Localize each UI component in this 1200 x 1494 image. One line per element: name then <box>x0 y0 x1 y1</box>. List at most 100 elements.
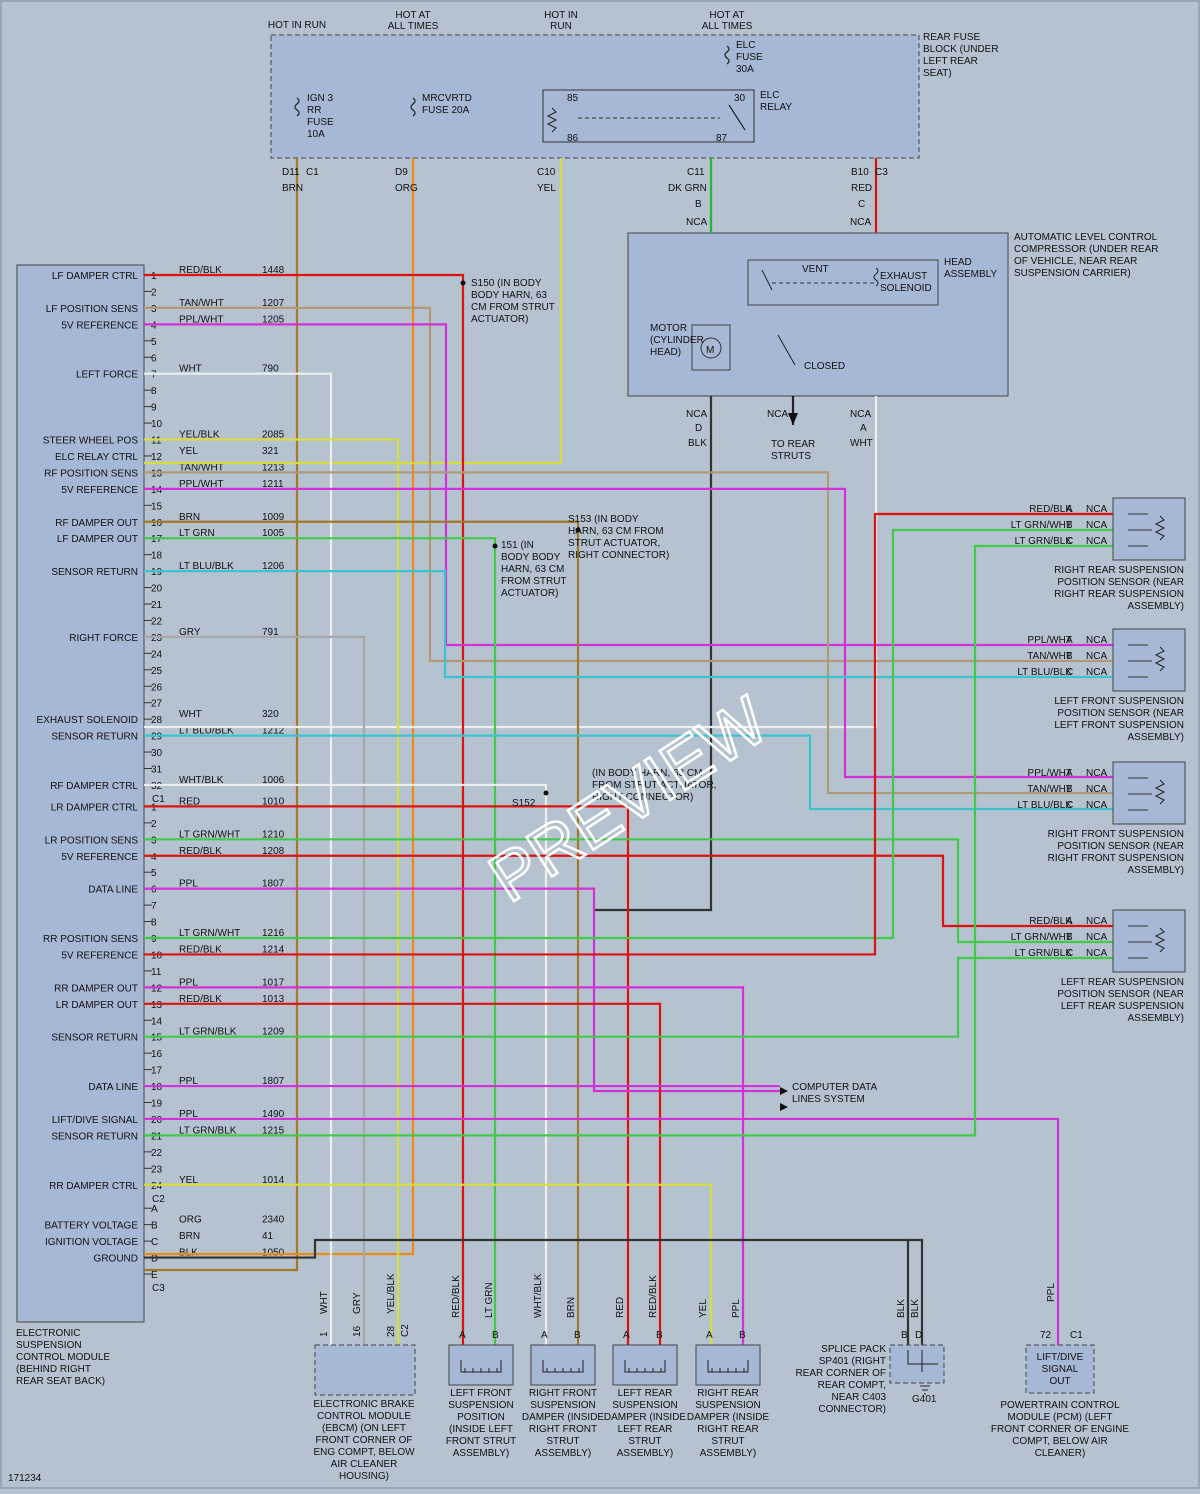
damper-label: POSITION <box>457 1412 505 1423</box>
ecm-pin-number: 22 <box>151 616 163 627</box>
fuse-header: ALL TIMES <box>702 21 753 32</box>
ground-label: G401 <box>912 1394 937 1405</box>
ecm-signal-label: LR DAMPER CTRL <box>51 802 139 813</box>
ecm-circuit-number: 1014 <box>262 1175 285 1186</box>
ebcm-label: CONTROL MODULE <box>317 1411 411 1422</box>
damper-label: ASSEMBLY) <box>535 1448 592 1459</box>
splice-s153-label: STRUT ACTUATOR, <box>568 538 660 549</box>
splice-s152-note: FROM STRUT ACTUATOR, <box>592 780 716 791</box>
splice-s152-note: RIGHT CONNECTOR) <box>592 792 693 803</box>
fuse-header: HOT AT <box>395 10 430 21</box>
damper-wire-color: RED/BLK <box>648 1275 659 1318</box>
damper-label: SUSPENSION <box>695 1400 761 1411</box>
ecm-signal-label: 5V REFERENCE <box>61 950 138 961</box>
ecm-wire-color: LT BLU/BLK <box>179 561 234 572</box>
ecm-pin-number: 1 <box>151 271 157 282</box>
ecm-box <box>16 264 145 1323</box>
damper-label: LEFT REAR <box>618 1388 673 1399</box>
ecm-pin-number: 5 <box>151 337 157 348</box>
to-rear-struts-label: TO REAR <box>771 439 815 450</box>
ecm-pin-number: 12 <box>151 983 163 994</box>
ebcm-pin: 1 <box>319 1331 330 1337</box>
exhaust-solenoid-label: SOLENOID <box>880 283 932 294</box>
ecm-pin-number: 26 <box>151 682 163 693</box>
sensor-box <box>1112 909 1186 973</box>
ecm-label: (BEHIND RIGHT <box>16 1364 91 1375</box>
ecm-circuit-number: 320 <box>262 709 279 720</box>
ecm-wire-color: YEL/BLK <box>179 430 220 441</box>
damper-label: ASSEMBLY) <box>700 1448 757 1459</box>
damper-box <box>612 1344 678 1386</box>
damper-label: ASSEMBLY) <box>617 1448 674 1459</box>
ecm-wire-color: LT GRN/BLK <box>179 1027 237 1038</box>
closed-label: CLOSED <box>804 361 845 372</box>
damper-coil-icon <box>624 1360 666 1373</box>
sensor-wire-color: RED/BLK <box>1029 504 1072 515</box>
ecm-wire-color: RED/BLK <box>179 265 222 276</box>
ecm-signal-label: BATTERY VOLTAGE <box>44 1221 138 1232</box>
sensor-pin: A <box>1066 635 1073 646</box>
ecm-pin-number: 3 <box>151 835 157 846</box>
splice-dot <box>492 543 498 549</box>
sensor-pin: B <box>1066 932 1073 943</box>
fuse-elc-label: ELC <box>736 40 755 51</box>
wire-brn-ignition <box>144 158 299 1272</box>
splice-pin: B <box>901 1330 908 1341</box>
cavity-label: C10 <box>537 167 556 178</box>
pcm-label: COMPT, BELOW AIR <box>1012 1436 1108 1447</box>
ecm-pin-number: 7 <box>151 370 157 381</box>
ecm-pin-number: 8 <box>151 918 157 929</box>
sensor-pin: C <box>1066 536 1073 547</box>
nca: NCA <box>686 409 707 420</box>
ecm-signal-label: EXHAUST SOLENOID <box>36 715 138 726</box>
ecm-pin-number: 4 <box>151 852 157 863</box>
fuse-block-label: BLOCK (UNDER <box>923 44 999 55</box>
ecm-circuit-number: 1215 <box>262 1125 285 1136</box>
ecm-signal-label: SENSOR RETURN <box>51 567 138 578</box>
ebcm-wire-color: GRY <box>352 1292 363 1314</box>
damper-label: RIGHT REAR <box>697 1388 759 1399</box>
sensor-label: RIGHT REAR SUSPENSION <box>1054 589 1184 600</box>
fuse-header: RUN <box>550 21 572 32</box>
fuse-block-label: SEAT) <box>923 68 952 79</box>
sensor-box <box>1112 497 1186 561</box>
ecm-wire-color: LT GRN/WHT <box>179 829 240 840</box>
damper-label: RIGHT REAR <box>697 1424 759 1435</box>
ecm-circuit-number: 791 <box>262 627 279 638</box>
ecm-pin-number: 7 <box>151 901 157 912</box>
ecm-wire-color: LT GRN/BLK <box>179 1125 237 1136</box>
damper-wire-color: LT GRN <box>484 1282 495 1318</box>
sensor-leads <box>1128 513 1152 547</box>
ecm-signal-label: DATA LINE <box>88 1082 138 1093</box>
splice-pack-label: CONNECTOR) <box>818 1404 886 1415</box>
fuse-ign3-label: RR <box>307 105 321 116</box>
elc-relay-box <box>542 89 755 143</box>
ecm-pin-number: 13 <box>151 468 163 479</box>
ecm-pin-number: 14 <box>151 1016 163 1027</box>
ecm-pin-number: 21 <box>151 1131 163 1142</box>
ecm-pin-number: 16 <box>151 1049 163 1060</box>
ecm-wire-color: LT GRN <box>179 528 215 539</box>
pcm-wire-color: PPL <box>1046 1283 1057 1302</box>
sensor-resistor <box>1154 515 1166 541</box>
ecm-pin-number: C <box>151 1237 158 1248</box>
damper-label: SUSPENSION <box>448 1400 514 1411</box>
ecm-signal-label: RR DAMPER CTRL <box>49 1181 138 1192</box>
pcm-label: CLEANER) <box>1035 1448 1086 1459</box>
ecm-pin-number: 4 <box>151 320 157 331</box>
pcm-label: FRONT CORNER OF ENGINE <box>991 1424 1129 1435</box>
ecm-pin-number: B <box>151 1221 158 1232</box>
sensor-leads <box>1128 777 1152 811</box>
ecm-pin-number: 31 <box>151 765 163 776</box>
vent-label: VENT <box>802 264 829 275</box>
damper-pin: A <box>623 1330 630 1341</box>
ebcm-pin: 28 <box>386 1325 397 1337</box>
ecm-circuit-number: 1009 <box>262 512 285 523</box>
wire-ground <box>144 1238 910 1345</box>
ecm-pin-number: 22 <box>151 1148 163 1159</box>
wire-color-label: RED <box>851 183 872 194</box>
ecm-circuit-number: 321 <box>262 446 279 457</box>
fuse-header: ALL TIMES <box>388 21 439 32</box>
ecm-wire-color: PPL/WHT <box>179 479 223 490</box>
